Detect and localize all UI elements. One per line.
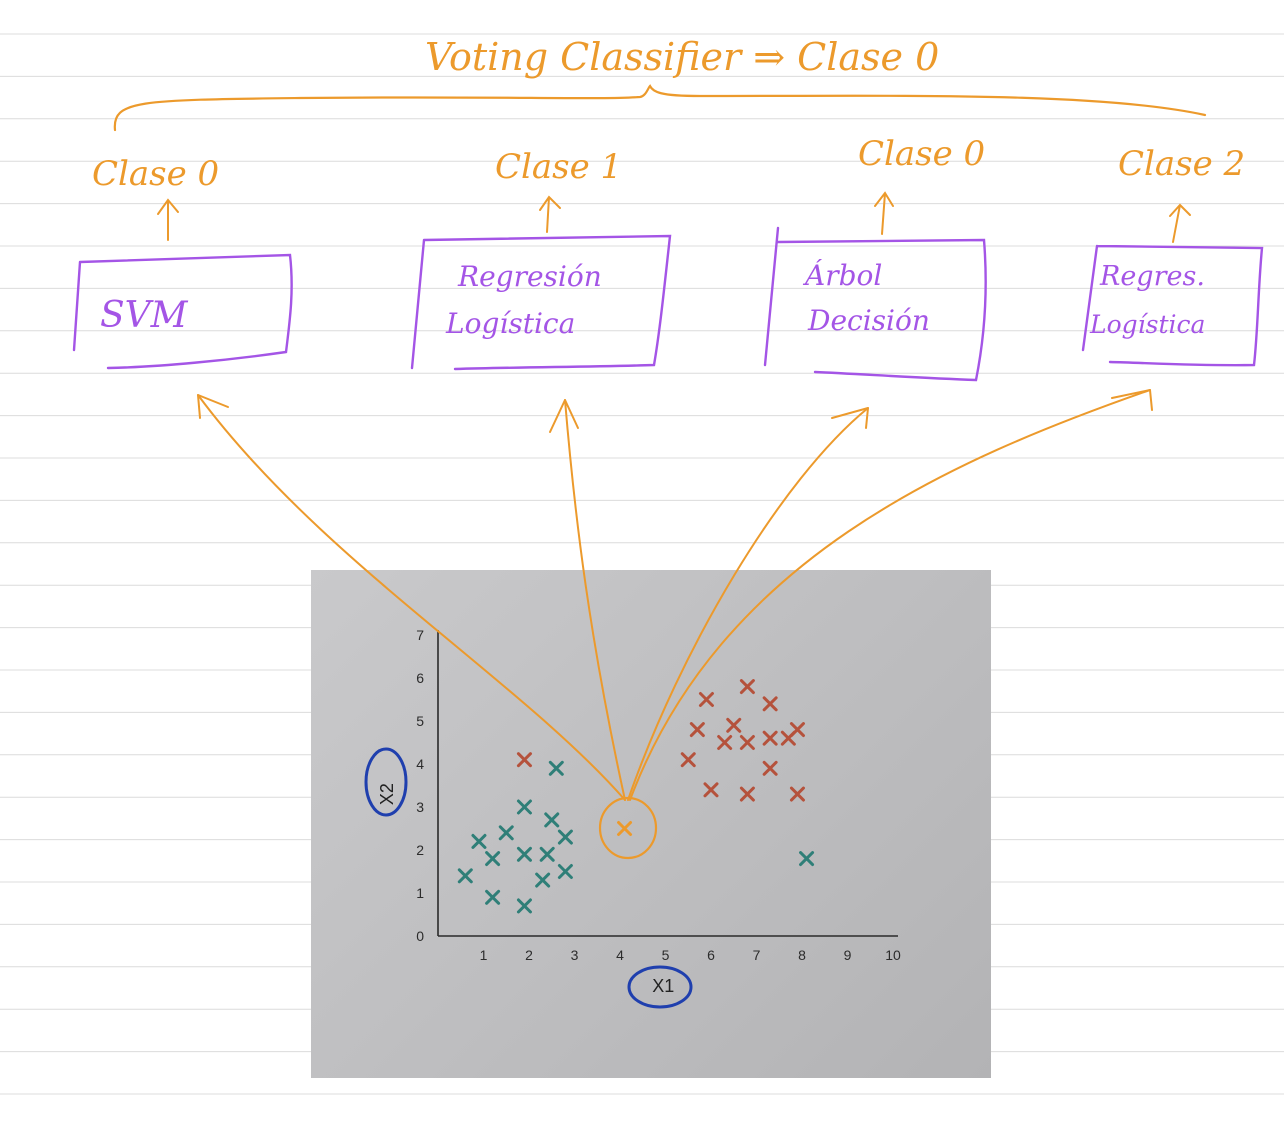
x-tick-label: 5 — [662, 947, 670, 963]
x-tick-label: 8 — [798, 947, 806, 963]
data-point-cross — [617, 821, 633, 836]
data-point-cross — [557, 864, 573, 879]
x-tick-label: 3 — [571, 947, 579, 963]
data-point-cross — [739, 786, 755, 802]
new-sample-circle — [598, 796, 658, 860]
data-point-cross — [457, 868, 473, 884]
input-arrows — [197, 389, 1153, 801]
scatter-plot: 1 2 3 4 5 6 7 8 9 10 0 1 2 3 4 5 6 7X1 X2 — [377, 627, 901, 996]
prediction-svm: Clase 0 — [92, 154, 219, 194]
data-point-cross — [516, 799, 532, 815]
x-tick-label: 9 — [844, 947, 852, 963]
prediction-regression: Clase 1 — [495, 147, 622, 187]
grouping-brace — [113, 84, 1207, 132]
y-tick-label: 0 — [416, 928, 424, 944]
y-tick-label: 2 — [416, 842, 424, 858]
data-point-cross — [535, 872, 551, 888]
arrow-to-regression-2 — [629, 389, 1151, 801]
x2-highlight-circle — [364, 747, 408, 817]
data-point-cross — [799, 851, 815, 867]
model-svm-label: SVM — [100, 295, 189, 336]
data-point-cross — [762, 730, 778, 746]
data-point-cross — [762, 760, 778, 776]
data-point-cross — [739, 679, 755, 695]
x-tick-label: 10 — [885, 947, 901, 963]
data-point-cross — [680, 752, 696, 768]
data-point-cross — [739, 735, 755, 750]
box-regression — [410, 234, 672, 371]
y-tick-label: 3 — [416, 799, 424, 815]
arrow-to-regression — [564, 399, 626, 801]
y-tick-label: 4 — [416, 756, 424, 772]
data-point-cross — [544, 812, 560, 828]
x-tick-label: 1 — [480, 947, 488, 963]
arrow-to-svm-head — [197, 394, 229, 419]
box-regression-2 — [1081, 244, 1264, 367]
arrow-to-tree-head — [831, 407, 869, 429]
x-tick-label: 2 — [525, 947, 533, 963]
y-axis-title: X2 — [377, 783, 397, 805]
box-svm — [72, 253, 293, 370]
arrow-to-svm — [197, 394, 626, 801]
data-point-cross — [485, 889, 501, 905]
prediction-arrows — [157, 191, 1191, 243]
arrow-to-tree — [627, 407, 869, 801]
x1-highlight-circle — [627, 965, 693, 1009]
model-regression-2-label-2: Logística — [1089, 310, 1205, 339]
data-point-cross — [557, 829, 573, 845]
data-point-cross — [516, 752, 532, 768]
arrow-to-regression-head — [549, 399, 579, 433]
data-point-cross — [689, 722, 705, 738]
model-regression-label-2: Logística — [445, 307, 575, 340]
model-regression-2-label-1: Regres. — [1099, 261, 1205, 292]
data-point-cross — [789, 786, 805, 802]
y-tick-label: 6 — [416, 670, 424, 686]
prediction-regression-2: Clase 2 — [1118, 144, 1245, 184]
model-regression-label-1: Regresión — [457, 260, 602, 293]
model-tree-label-2: Decisión — [807, 304, 930, 337]
data-point-cross — [789, 722, 805, 738]
model-boxes — [72, 226, 1264, 382]
data-point-cross — [539, 846, 555, 862]
data-point-cross — [703, 782, 719, 798]
data-point-cross — [516, 846, 532, 862]
data-point-cross — [471, 833, 487, 849]
data-point-cross — [485, 851, 501, 867]
arrow-to-regression-2-head — [1111, 389, 1153, 411]
box-tree — [763, 226, 987, 382]
data-point-cross — [548, 760, 564, 776]
data-point-cross — [516, 898, 532, 914]
x-tick-label: 6 — [707, 947, 715, 963]
data-point-cross — [498, 825, 514, 841]
data-point-cross — [726, 717, 742, 733]
x-tick-label: 7 — [753, 947, 761, 963]
voting-classifier-title: Voting Classifier ⇒ Clase 0 — [425, 35, 939, 79]
x-axis-title: X1 — [652, 976, 674, 996]
y-tick-label: 7 — [416, 627, 424, 643]
model-tree-label-1: Árbol — [802, 259, 882, 292]
y-tick-label: 1 — [416, 885, 424, 901]
data-point-cross — [762, 696, 778, 712]
y-tick-label: 5 — [416, 713, 424, 729]
data-point-cross — [717, 735, 733, 750]
data-point-cross — [698, 692, 714, 707]
x-tick-label: 4 — [616, 947, 624, 963]
prediction-tree: Clase 0 — [858, 134, 985, 174]
